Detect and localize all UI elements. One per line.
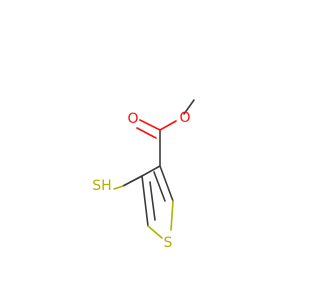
bond-carbonyl-outer [139, 119, 161, 131]
bond-c5-s [147, 225, 163, 239]
bond-o-methyl [183, 99, 195, 115]
bond-c3-c2-double-outer [159, 165, 174, 202]
bond-c4-c5 [141, 175, 149, 227]
bond-c3-c4 [141, 165, 161, 177]
bond-c4-sh [122, 175, 143, 187]
bond-c4-sh-color [113, 185, 124, 190]
ester-oxygen-label: O [179, 110, 190, 126]
thiol-sulfur-label: SH [92, 178, 111, 194]
bond-ester-c-o [159, 120, 177, 131]
ring-sulfur-label: S [164, 235, 173, 251]
bond-c2-s [170, 200, 174, 231]
bond-carbonyl-inner [136, 127, 157, 139]
structure-diagram: O O SH S [92, 99, 195, 251]
molecule-svg: O O SH S [92, 99, 195, 251]
bond-c3-c2-double-inner [153, 171, 166, 202]
bond-c4-c5-inner [149, 181, 156, 221]
carbonyl-oxygen-label: O [127, 111, 138, 127]
